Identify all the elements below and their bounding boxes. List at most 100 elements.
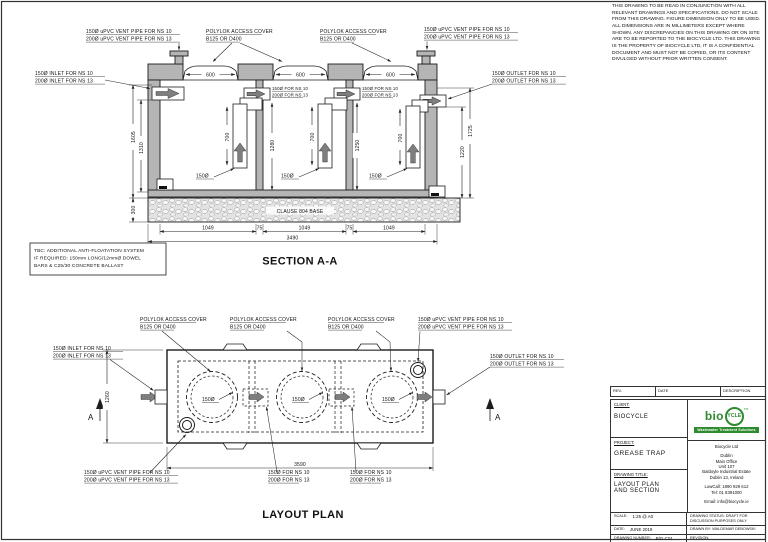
riser-pipes: 700 150Ø 700 150Ø 700 150Ø bbox=[196, 97, 429, 180]
section-title: SECTION A-A bbox=[262, 256, 338, 268]
dim-1310: 1310 bbox=[139, 142, 145, 154]
section-callout-labels: 150Ø uPVC VENT PIPE FOR NS 10 200Ø uPVC … bbox=[35, 27, 566, 100]
section-interior-dimensions: 1280 1250 bbox=[267, 102, 362, 191]
logo-bio-text: bio bbox=[704, 409, 724, 424]
scale-value: 1:25 @ A0 bbox=[632, 514, 654, 519]
section-marker-a: A bbox=[495, 413, 501, 422]
rev-header: REV. bbox=[611, 387, 656, 396]
vent-pipe-label: 200Ø uPVC VENT PIPE FOR NS 13 bbox=[424, 35, 510, 41]
polylok-rating-label: B125 OR D400 bbox=[230, 325, 266, 331]
section-marker-a: A bbox=[88, 413, 94, 422]
company-name: Biocycle Ltd bbox=[714, 444, 739, 449]
plan-callout-labels: POLYLOK ACCESS COVER B125 OR D400 POLYLO… bbox=[53, 317, 564, 484]
vent-pipes-section bbox=[169, 50, 436, 65]
dim-300: 300 bbox=[131, 206, 137, 215]
dim-1049: 1049 bbox=[299, 225, 311, 231]
flow-arrow-icon bbox=[248, 391, 265, 403]
outlet-label: 200Ø OUTLET FOR NS 13 bbox=[490, 362, 554, 368]
pipe-size-label: 200Ø FOR NS 13 bbox=[268, 478, 310, 484]
polylok-rating-label: B125 OR D400 bbox=[140, 325, 176, 331]
dim-700: 700 bbox=[225, 133, 231, 142]
drawn-by-value: WALDEMAR DEBOWSKI bbox=[712, 527, 756, 531]
pipe-size-label: 150Ø FOR NS 10 bbox=[272, 86, 308, 91]
logo-tagline: Wastewater Treatment Solutions bbox=[694, 427, 759, 434]
dim-700: 700 bbox=[310, 133, 316, 142]
section-cut-markers: A A bbox=[88, 398, 501, 422]
dim-1605: 1605 bbox=[131, 131, 137, 143]
inlet-label: 150Ø INLET FOR NS 10 bbox=[35, 71, 93, 77]
scale-cell: SCALE: 1:25 @ A0 bbox=[611, 513, 687, 525]
riser-2 bbox=[317, 103, 333, 169]
section-arrow-icon bbox=[96, 398, 104, 409]
polylok-label: POLYLOK ACCESS COVER bbox=[328, 317, 395, 323]
pipe-size-label: 200Ø FOR NS 13 bbox=[350, 478, 392, 484]
status-cell: DRAWING STATUS: DRAFT FOR DISCUSSION PUR… bbox=[687, 513, 765, 525]
riser-3 bbox=[405, 105, 421, 169]
inlet-label: 200Ø INLET FOR NS 13 bbox=[53, 354, 111, 360]
up-arrow-icon bbox=[318, 142, 332, 163]
company-address-line: Unit 107 bbox=[718, 464, 735, 470]
vent-pipe-label: 150Ø uPVC VENT PIPE FOR NS 10 bbox=[424, 27, 510, 33]
up-arrow-icon bbox=[406, 143, 420, 164]
anti-floatation-note: TBC: ADDITIONAL ANTI-FLOATATION SYSTEM I… bbox=[29, 242, 167, 276]
drawing-title-cell: DRAWING TITLE: LAYOUT PLAN AND SECTION bbox=[611, 470, 687, 512]
polylok-label: POLYLOK ACCESS COVER bbox=[320, 29, 387, 35]
base-label: CLAUSE 804 BASE bbox=[277, 209, 324, 215]
drawing-number-label: DRAWING NUMBER: bbox=[614, 536, 651, 540]
logo-circle-icon: YCLE bbox=[724, 406, 744, 426]
riser-dia-label: 150Ø bbox=[292, 397, 305, 403]
polylok-rating-label: B125 OR D400 bbox=[206, 37, 242, 43]
note-line: IF REQUIRED: 150mm LONG/12mmØ DOWEL bbox=[34, 256, 141, 262]
drawing-title-label: DRAWING TITLE: bbox=[614, 472, 648, 477]
description-header: DESCRIPTION bbox=[723, 388, 751, 393]
vent-pipe-label: 150Ø uPVC VENT PIPE FOR NS 10 bbox=[418, 317, 504, 323]
title-block: REV. DATE DESCRIPTION CLIENT: BIOCYCLE P… bbox=[610, 386, 766, 542]
section-left-dimensions: 1605 1310 300 bbox=[128, 84, 152, 223]
outlet-stub bbox=[432, 389, 446, 405]
dim-600: 600 bbox=[206, 73, 215, 79]
polylok-rating-label: B125 OR D400 bbox=[320, 37, 356, 43]
company-address: Biocycle Ltd Dublin Main Office Unit 107… bbox=[688, 441, 765, 512]
polylok-label: POLYLOK ACCESS COVER bbox=[230, 317, 297, 323]
company-address-line: Baldoyle Industrial Estate bbox=[702, 469, 751, 475]
plan-flow-arrows bbox=[140, 391, 433, 403]
dim-1725: 1725 bbox=[468, 125, 474, 137]
riser-dia-label: 150Ø bbox=[382, 397, 395, 403]
project-label: PROJECT: bbox=[614, 440, 635, 445]
outlet-label: 150Ø OUTLET FOR NS 10 bbox=[490, 354, 554, 360]
dim-600: 600 bbox=[386, 73, 395, 79]
riser-dia-label: 150Ø bbox=[202, 397, 215, 403]
polylok-label: POLYLOK ACCESS COVER bbox=[140, 317, 207, 323]
vent-pipe-label: 200Ø uPVC VENT PIPE FOR NS 13 bbox=[418, 325, 504, 331]
company-phone: LowCall: 1890 929 612 bbox=[704, 484, 749, 490]
riser-dia-label: 150Ø bbox=[369, 174, 382, 180]
dim-1280: 1280 bbox=[270, 140, 276, 152]
date-cell: DATE: JUNE 2019 bbox=[611, 526, 687, 534]
section-right-dimensions: 1220 1725 bbox=[437, 87, 475, 199]
plan-title: LAYOUT PLAN bbox=[262, 509, 344, 521]
note-line: TBC: ADDITIONAL ANTI-FLOATATION SYSTEM bbox=[34, 248, 144, 254]
dim-75: 75 bbox=[257, 225, 263, 231]
vent-cap-right bbox=[416, 50, 436, 57]
vent-pipe-label: 150Ø uPVC VENT PIPE FOR NS 10 bbox=[84, 470, 170, 476]
pipe-size-label: 150Ø FOR NS 10 bbox=[350, 470, 392, 476]
company-phone: Tel: 01 8391000 bbox=[711, 489, 742, 495]
section-arrow-icon bbox=[486, 398, 494, 409]
flow-arrow-icon bbox=[140, 391, 158, 403]
dim-3490: 3490 bbox=[287, 235, 299, 241]
drawn-by-cell: DRAWN BY: WALDEMAR DEBOWSKI bbox=[687, 526, 765, 534]
revision-cell: REVISION: bbox=[687, 535, 765, 542]
note-line: BARS & C25/30 CONCRETE BALLAST bbox=[34, 263, 124, 269]
drawing-title-line: LAYOUT PLAN bbox=[614, 482, 660, 488]
pipe-size-label: 150Ø FOR NS 10 bbox=[268, 470, 310, 476]
access-covers: 600 600 600 bbox=[182, 65, 419, 81]
dim-3590: 3590 bbox=[294, 462, 306, 468]
cover-bump bbox=[222, 442, 248, 450]
vent-pipe-label: 200Ø uPVC VENT PIPE FOR NS 13 bbox=[84, 478, 170, 484]
project-name: GREASE TRAP bbox=[614, 450, 666, 457]
disclaimer-note: THIS DRAWING TO BE READ IN CONJUNCTION W… bbox=[612, 4, 761, 63]
scale-label: SCALE: bbox=[614, 514, 628, 518]
date-label: DATE: bbox=[614, 527, 625, 531]
floor-slab bbox=[147, 189, 438, 198]
inlet-label: 150Ø INLET FOR NS 10 bbox=[53, 346, 111, 352]
